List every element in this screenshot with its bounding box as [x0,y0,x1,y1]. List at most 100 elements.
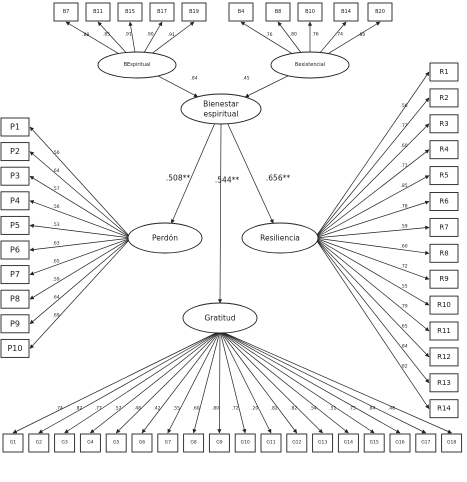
loading-arrow-p4 [29,200,132,239]
loading-value-p7: .65 [52,258,59,264]
indicator-box-r14 [429,399,459,419]
loading-arrow-g9 [217,330,222,434]
latent-label-bienestar-line2: espiritual [204,110,239,119]
loading-value-g7: .55 [173,406,180,412]
indicator-label-p5: P5 [10,221,20,230]
latent-perdon [127,222,203,254]
indicator-box-r2 [429,88,459,108]
loading-value-g3: .77 [95,406,102,412]
path-coef-bexistencial-bienestar: .45 [242,76,249,82]
loading-arrow-r12 [314,237,430,358]
loading-arrow-r2 [314,97,430,239]
indicator-box-g12 [286,433,308,453]
loading-arrow-b20 [328,21,381,54]
indicator-label-p4: P4 [10,196,20,205]
indicator-label-r5: R5 [439,172,448,180]
path-arrow-bexistencial-bienestar [244,75,289,98]
indicator-label-p8: P8 [10,295,20,304]
loading-arrow-g8 [192,330,221,434]
loading-value-p5: .53 [52,222,59,228]
indicator-label-p7: P7 [10,270,20,279]
loading-arrow-g5 [115,330,221,434]
loading-value-b7: .88 [82,32,89,38]
loading-arrow-b19 [152,21,195,54]
indicator-box-b10 [297,2,323,22]
indicator-box-b15 [117,2,143,22]
indicator-box-p7 [0,265,30,285]
loading-value-r6: .78 [400,203,407,209]
loading-value-r9: .72 [400,263,407,269]
indicator-label-g14: G14 [344,440,353,446]
loading-value-b20: .80 [358,32,365,38]
latent-label-bespiritual: BEspiritual [124,62,151,68]
loading-value-g8: .60 [192,406,199,412]
indicator-label-b4: B4 [238,9,245,15]
path-coef-bienestar-perdon: .508** [166,174,190,183]
indicator-box-b4 [228,2,254,22]
indicator-label-b19: B19 [189,9,199,15]
loading-value-r13: .84 [400,344,407,350]
indicator-label-g15: G15 [370,440,379,446]
indicator-label-g11: G11 [266,440,275,446]
loading-value-b17: .90 [146,32,153,38]
indicator-box-g10 [234,433,256,453]
indicator-label-p3: P3 [10,172,20,181]
indicator-label-g8: G8 [190,440,196,446]
loading-arrow-g3 [64,330,221,434]
path-arrow-bespiritual-bienestar [157,75,199,98]
loading-value-g4: .57 [114,406,121,412]
indicator-label-r4: R4 [439,146,449,154]
indicator-box-b11 [85,2,111,22]
latent-bienestar-espiritual [180,93,262,125]
loading-arrow-r6 [314,200,430,239]
loading-value-r12: .65 [400,324,407,330]
indicator-label-g7: G7 [165,440,171,446]
loading-arrow-b11 [97,21,127,53]
indicator-label-r2: R2 [439,94,448,102]
loading-value-r4: .77 [400,163,407,169]
loading-value-b4: .76 [265,32,272,38]
indicator-label-b14: B14 [341,9,351,15]
path-coef-bespiritual-bienestar: .84 [190,76,197,82]
loading-value-r8: .60 [400,243,407,249]
loading-arrow-r9 [314,237,430,280]
indicator-label-b20: B20 [375,9,385,15]
indicator-box-g7 [157,433,179,453]
path-coef-bienestar-resiliencia: .656** [266,174,290,183]
indicator-box-p5 [0,215,30,235]
latent-resiliencia [241,222,319,254]
indicator-label-r3: R3 [439,120,448,128]
loading-arrow-r8 [314,237,430,255]
loading-arrow-g14 [219,330,349,434]
loading-arrow-r7 [314,225,430,239]
loading-value-g6: .42 [153,406,160,412]
indicator-box-g6 [131,433,153,453]
indicator-box-r3 [429,114,459,134]
indicator-label-p2: P2 [10,147,20,156]
indicator-box-g3 [54,433,76,453]
path-arrows [12,21,452,434]
path-arrow-bienestar-gratitud [217,123,223,304]
latent-bexistencial [270,51,350,79]
indicator-label-r7: R7 [439,223,448,231]
loading-value-r14: .82 [400,364,407,370]
indicator-box-g15 [363,433,385,453]
loading-arrow-r3 [314,123,430,239]
loading-arrow-r5 [314,175,430,239]
indicator-box-g8 [183,433,205,453]
loading-value-g14: .54 [310,406,317,412]
loading-value-g9: .80 [212,406,219,412]
loading-arrow-p2 [29,151,132,239]
loading-value-p1: .56 [52,150,59,156]
indicator-label-g12: G12 [292,440,301,446]
indicator-box-b20 [367,2,393,22]
indicator-label-r1: R1 [439,68,448,76]
loading-value-g15: .51 [329,406,336,412]
loading-value-p9: .64 [52,295,59,301]
loading-arrow-g15 [219,330,375,434]
indicator-box-p1 [0,117,30,137]
indicator-box-p8 [0,289,30,309]
indicator-box-b19 [181,2,207,22]
indicator-label-b17: B17 [157,9,167,15]
